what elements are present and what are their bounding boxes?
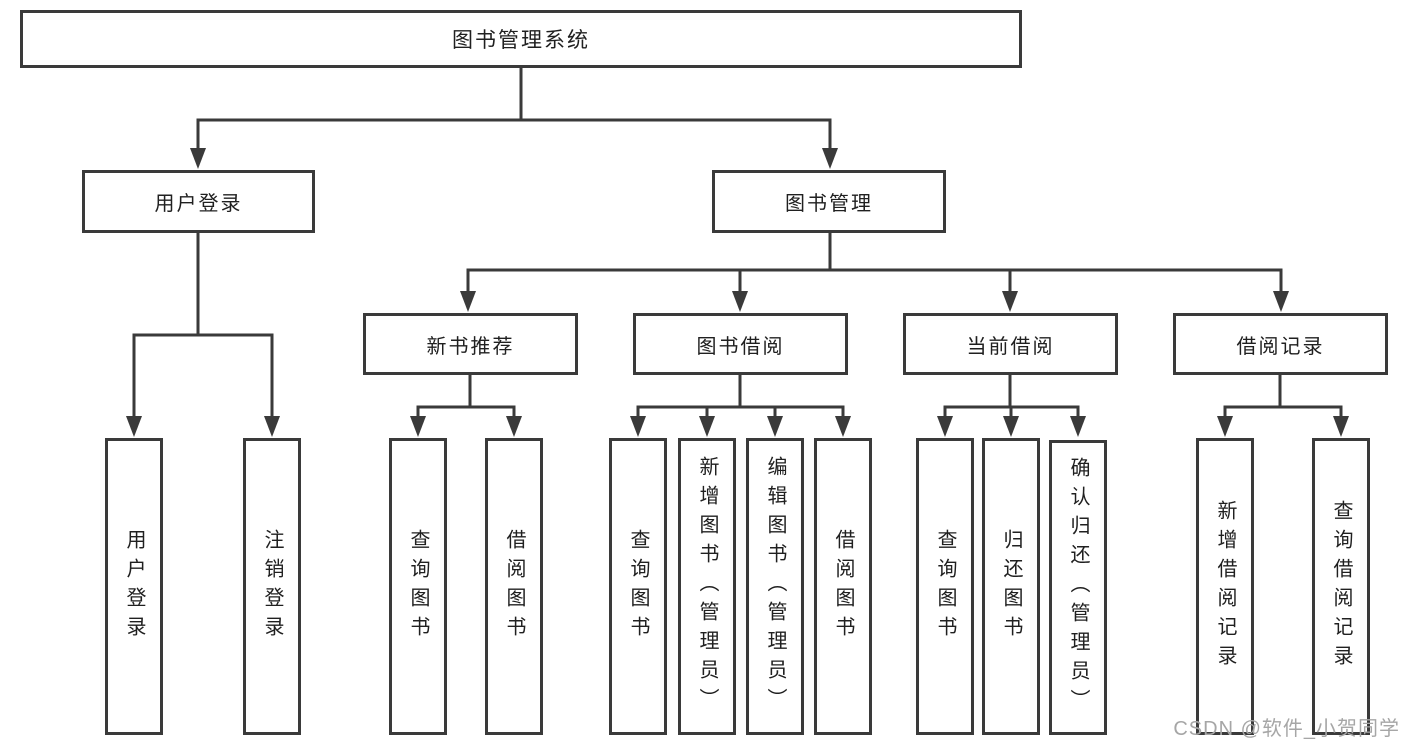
- connector-borrow-records: [1217, 373, 1349, 437]
- leaf-confirm-return-admin: 确认归还（管理员）: [1049, 440, 1107, 735]
- leaf-logout: 注销登录: [243, 438, 301, 735]
- node-borrow-records: 借阅记录: [1173, 313, 1388, 375]
- leaf-query-books-borrow: 查询图书: [609, 438, 667, 735]
- node-book-borrow: 图书借阅: [633, 313, 848, 375]
- leaf-borrow-books: 借阅图书: [814, 438, 872, 735]
- node-new-book-recommend: 新书推荐: [363, 313, 578, 375]
- leaf-label: 新增图书（管理员）: [696, 456, 718, 717]
- leaf-return-book: 归还图书: [982, 438, 1040, 735]
- connector-book-borrow: [630, 373, 851, 437]
- leaf-label: 注销登录: [261, 528, 283, 645]
- connector-new-book-recommend: [410, 373, 522, 437]
- leaf-label: 查询借阅记录: [1330, 499, 1352, 674]
- node-user-login: 用户登录: [82, 170, 315, 233]
- leaf-label: 新增借阅记录: [1214, 499, 1236, 674]
- leaf-query-books-recommend: 查询图书: [389, 438, 447, 735]
- leaf-label: 借阅图书: [832, 528, 854, 645]
- leaf-borrow-books-recommend: 借阅图书: [485, 438, 543, 735]
- leaf-query-books-current: 查询图书: [916, 438, 974, 735]
- leaf-label: 查询图书: [627, 528, 649, 645]
- leaf-add-book-admin: 新增图书（管理员）: [678, 438, 736, 735]
- leaf-label: 查询图书: [407, 528, 429, 645]
- leaf-label: 查询图书: [934, 528, 956, 645]
- node-book-management: 图书管理: [712, 170, 946, 233]
- leaf-label: 归还图书: [1000, 528, 1022, 645]
- leaf-label: 用户登录: [123, 528, 145, 645]
- connector-user-login: [126, 232, 280, 437]
- csdn-watermark: CSDN @软件_小贺同学: [1173, 718, 1400, 740]
- leaf-label: 编辑图书（管理员）: [764, 456, 786, 717]
- leaf-label: 确认归还（管理员）: [1067, 457, 1089, 718]
- connector-book-management: [460, 231, 1289, 312]
- leaf-add-borrow-record: 新增借阅记录: [1196, 438, 1254, 735]
- leaf-edit-book-admin: 编辑图书（管理员）: [746, 438, 804, 735]
- connector-root: [190, 67, 838, 169]
- leaf-label: 借阅图书: [503, 528, 525, 645]
- leaf-query-borrow-record: 查询借阅记录: [1312, 438, 1370, 735]
- leaf-user-login: 用户登录: [105, 438, 163, 735]
- node-current-borrow: 当前借阅: [903, 313, 1118, 375]
- connector-current-borrow: [937, 373, 1086, 437]
- node-root: 图书管理系统: [20, 10, 1022, 68]
